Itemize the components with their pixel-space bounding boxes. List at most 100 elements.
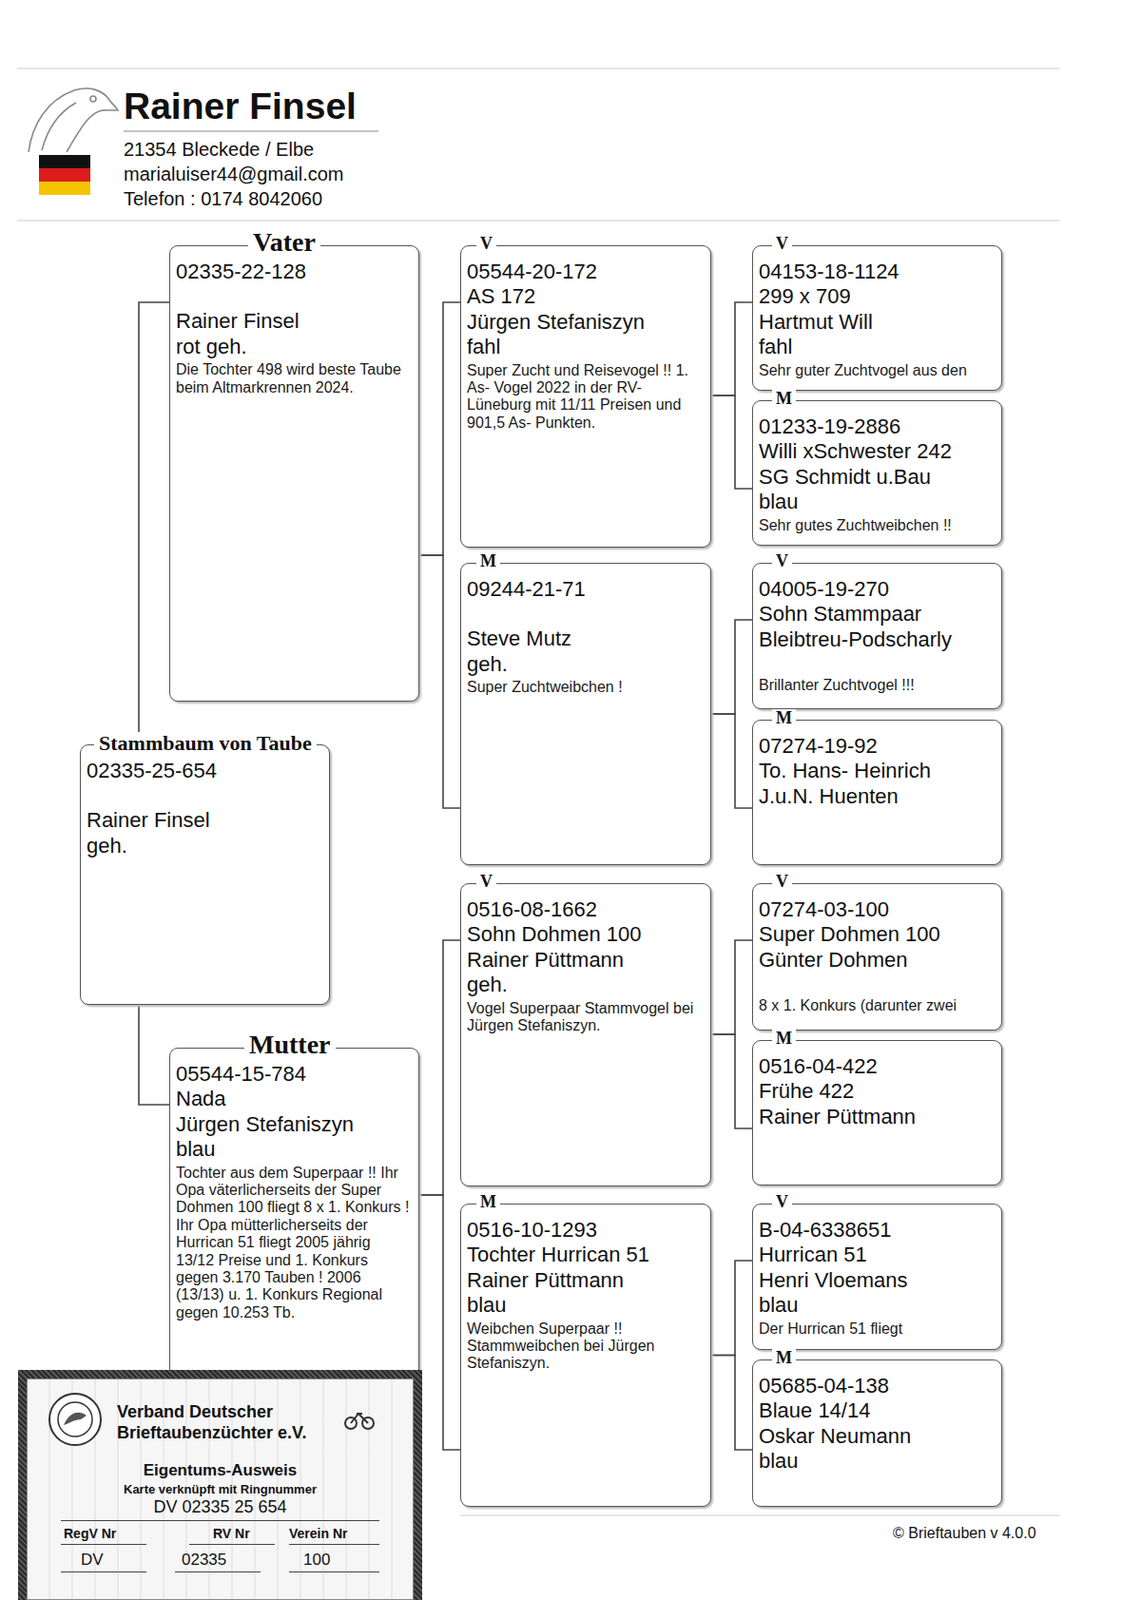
pedigree-line: Jürgen Stefaniszyn [466,309,705,335]
pedigree-connector [711,714,753,809]
pedigree-line: Blaue 14/14 [758,1398,996,1424]
ancestor-box: M01233-19-2886Willi xSchwester 242SG Sch… [752,400,1003,546]
note-text: Super Zucht und Reisevogel !! 1. As- Vog… [466,362,705,433]
card-rule [60,1571,147,1573]
pedigree-line: Willi xSchwester 242 [758,439,996,465]
pedigree-line: Rainer Finsel [175,309,413,334]
pedigree-line: geh. [466,972,705,998]
pedigree-line: J.u.N. Huenten [758,784,996,810]
ring-number: 02335-25-654 [86,758,324,784]
ancestor-box: V07274-03-100Super Dohmen 100Günter Dohm… [752,883,1003,1031]
box-body: 09244-21-71Steve Mutzgeh.Super Zuchtweib… [461,563,711,701]
pedigree-line: geh. [86,833,324,859]
box-heading: Vater [248,228,321,258]
pedigree-line: AS 172 [466,284,705,310]
note-text: Super Zuchtweibchen ! [466,678,705,697]
note-text: Brillanter Zuchtvogel !!! [758,676,996,695]
note-text: Der Hurrican 51 fliegt [758,1320,996,1338]
pigeon-logo [28,88,118,153]
pedigree-line: blau [758,1293,996,1318]
pedigree-line: Oskar Neumann [758,1424,996,1450]
pedigree-line: Hurrican 51 [758,1242,996,1268]
pedigree-line: To. Hans- Heinrich [758,758,996,784]
contact-line: marialuiser44@gmail.com [123,163,344,186]
box-heading: Mutter [244,1030,336,1061]
ring-number: 05685-04-138 [758,1373,996,1399]
box-heading: V [772,234,793,254]
ring-number: 0516-10-1293 [466,1218,705,1243]
box-body: 05544-15-784NadaJürgen StefaniszynblauTo… [170,1048,419,1326]
pedigree-line: Steve Mutz [466,626,705,652]
ancestor-box: V0516-08-1662Sohn Dohmen 100Rainer Püttm… [460,883,712,1187]
pedigree-line: fahl [466,334,705,360]
box-body: 05544-20-172AS 172Jürgen Stefaniszynfahl… [461,246,711,436]
pedigree-line: Bleibtreu-Podscharly [758,627,996,653]
parent-box: Vater02335-22-128Rainer Finselrot geh.Di… [169,245,420,702]
box-heading: V [772,552,793,572]
ring-number: DV 02335 25 654 [18,1497,423,1519]
box-heading: M [772,1029,796,1049]
pedigree-line: blau [466,1293,705,1318]
box-heading: M [476,1193,501,1213]
box-body: 05685-04-138Blaue 14/14Oskar Neumannblau [753,1360,1002,1479]
pedigree-subject-box: Stammbaum von Taube02335-25-654Rainer Fi… [79,744,330,1006]
box-body: 0516-10-1293Tochter Hurrican 51Rainer Pü… [461,1204,711,1377]
pedigree-line: Sohn Dohmen 100 [466,922,705,948]
note-text: Tochter aus dem Superpaar !! Ihr Opa vät… [175,1164,413,1323]
pedigree-line: blau [758,1449,996,1474]
ring-number: 04005-19-270 [758,577,996,602]
ancestor-box: M0516-10-1293Tochter Hurrican 51Rainer P… [460,1203,712,1508]
rule-line [17,68,1061,70]
pedigree-connector [711,619,753,715]
copyright-note: © Brieftauben v 4.0.0 [892,1525,1037,1543]
pedigree-connector [138,302,170,745]
note-text: Sehr guter Zuchtvogel aus den [758,362,996,380]
card-rule [289,1571,380,1573]
pedigree-line: blau [758,489,996,515]
box-heading: V [772,872,793,892]
ancestor-box: VB-04-6338651Hurrican 51Henri Vloemansbl… [752,1203,1003,1351]
box-heading: V [476,872,497,892]
ancestor-box: M0516-04-422Frühe 422Rainer Püttmann [752,1040,1003,1186]
box-body: 02335-22-128Rainer Finselrot geh.Die Toc… [170,246,419,401]
box-heading: V [476,234,497,254]
box-heading: M [476,552,501,572]
box-heading: Stammbaum von Taube [94,732,317,755]
contact-line: 21354 Bleckede / Elbe [123,138,314,161]
title-underline [123,131,379,133]
pedigree-connector [419,555,461,809]
page-title: Rainer Finsel [123,85,357,129]
ring-number: 07274-19-92 [758,734,996,759]
ring-number: 02335-22-128 [175,259,413,285]
pedigree-connector [711,1355,753,1451]
ring-number: 09244-21-71 [466,577,705,602]
pedigree-line: Günter Dohmen [758,947,996,973]
card-rule [189,1544,275,1546]
box-body: 07274-19-92To. Hans- HeinrichJ.u.N. Huen… [753,720,1002,813]
note-text: Vogel Superpaar Stammvogel bei Jürgen St… [466,1000,705,1036]
pedigree-line: Tochter Hurrican 51 [466,1242,705,1268]
pedigree-line: rot geh. [175,334,413,360]
rule-line [17,220,1061,222]
box-heading: M [772,709,796,729]
pedigree-connector [419,940,461,1196]
german-flag [38,154,91,195]
pedigree-connector [711,1260,753,1356]
pedigree-line: fahl [758,334,996,360]
ancestor-box: V05544-20-172AS 172Jürgen Stefaniszynfah… [460,245,712,548]
field-value: DV [80,1550,138,1570]
pedigree-line: Rainer Püttmann [758,1104,996,1130]
ring-number: 05544-20-172 [466,259,705,285]
box-heading: V [772,1193,793,1213]
pedigree-line: Rainer Püttmann [466,1268,705,1294]
pedigree-connector [419,1195,461,1451]
field-value: 02335 [181,1550,258,1570]
note-text: 8 x 1. Konkurs (darunter zwei [758,997,996,1015]
pedigree-connector [711,940,753,1035]
pedigree-line: Hartmut Will [758,309,996,335]
box-body: 04153-18-1124299 x 709Hartmut WillfahlSe… [753,246,1002,384]
pedigree-line: Rainer Püttmann [466,947,705,973]
ownership-card: Verband Deutscher Brieftaubenzüchter e.V… [18,1370,423,1600]
pedigree-connector [711,302,753,396]
ancestor-box: V04005-19-270Sohn StammpaarBleibtreu-Pod… [752,562,1003,710]
